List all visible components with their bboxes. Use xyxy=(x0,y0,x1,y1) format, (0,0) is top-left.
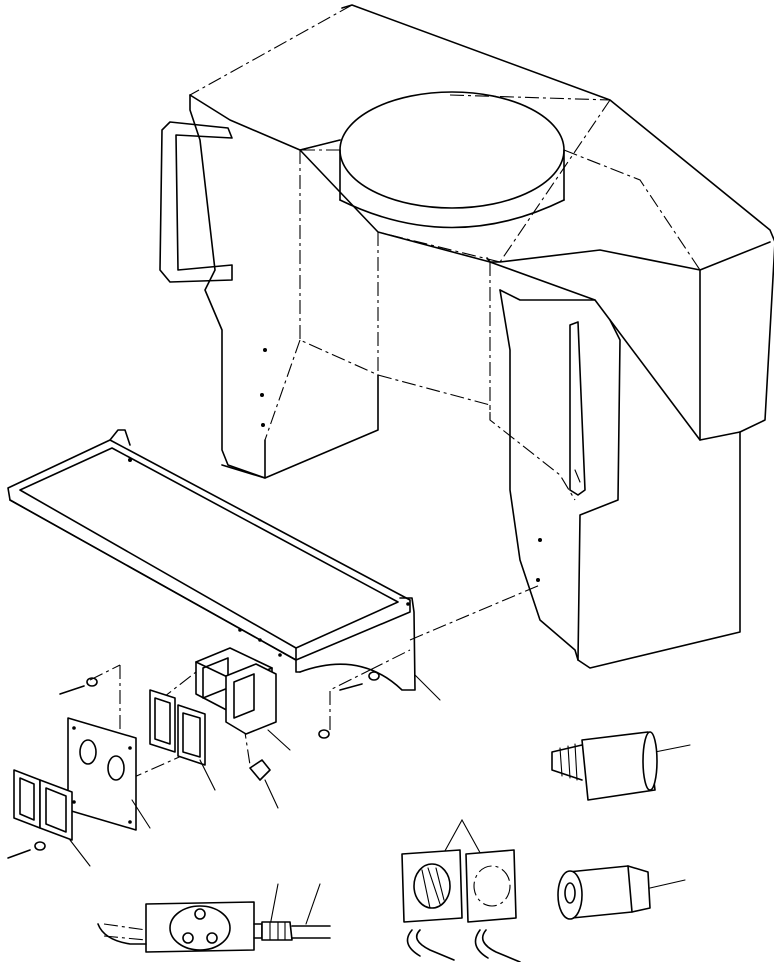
gaskets xyxy=(149,689,206,766)
switch-housings xyxy=(195,647,277,735)
switch-plates xyxy=(13,769,73,841)
fasteners xyxy=(7,671,380,859)
connector-panel-b xyxy=(465,849,521,962)
console-tray xyxy=(7,429,416,691)
bulkhead-connector xyxy=(97,901,331,953)
cab-housing xyxy=(159,4,774,669)
spin-filter xyxy=(557,865,651,920)
connector-panel-a xyxy=(401,849,463,961)
mount-plate xyxy=(67,717,137,831)
cylinder-filter xyxy=(551,731,658,801)
